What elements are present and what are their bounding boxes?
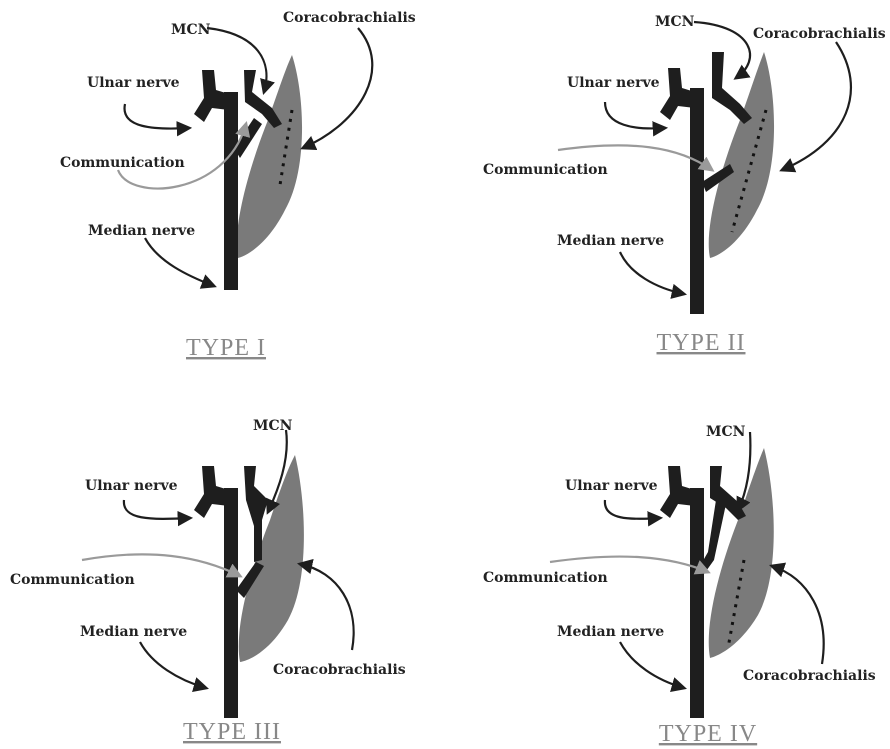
label-coracobrachialis: Coracobrachialis xyxy=(743,668,876,684)
median-nerve-trunk xyxy=(224,92,238,290)
ulnar-arrow xyxy=(125,104,189,129)
label-ulnar-nerve: Ulnar nerve xyxy=(565,478,658,494)
panel-title-type-4: TYPE IV xyxy=(659,721,757,747)
ulnar-nerve-branch xyxy=(194,466,229,518)
coracobrachialis-arrow xyxy=(300,564,354,650)
median-arrow xyxy=(145,238,214,286)
coracobrachialis-arrow xyxy=(782,42,851,170)
panel-type-2: MCN Coracobrachialis Ulnar nerve Communi… xyxy=(483,14,886,356)
median-arrow xyxy=(620,642,684,688)
label-mcn: MCN xyxy=(655,14,695,30)
label-coracobrachialis: Coracobrachialis xyxy=(283,10,416,26)
label-median-nerve: Median nerve xyxy=(80,624,187,640)
panel-title-type-3: TYPE III xyxy=(183,719,281,745)
panel-type-1: MCN Coracobrachialis Ulnar nerve Communi… xyxy=(60,10,416,361)
label-communication: Communication xyxy=(10,572,135,588)
label-communication: Communication xyxy=(483,570,608,586)
coracobrachialis-arrow xyxy=(772,566,824,664)
label-coracobrachialis: Coracobrachialis xyxy=(753,26,886,42)
label-mcn: MCN xyxy=(253,418,293,434)
label-median-nerve: Median nerve xyxy=(557,233,664,249)
mcn-arrow xyxy=(207,28,266,92)
label-ulnar-nerve: Ulnar nerve xyxy=(85,478,178,494)
ulnar-nerve-branch xyxy=(194,70,229,122)
panel-title-type-1: TYPE I xyxy=(186,335,266,361)
label-ulnar-nerve: Ulnar nerve xyxy=(567,75,660,91)
label-ulnar-nerve: Ulnar nerve xyxy=(87,75,180,91)
label-communication: Communication xyxy=(483,162,608,178)
ulnar-arrow xyxy=(124,500,190,519)
label-communication: Communication xyxy=(60,155,185,171)
panel-type-4: MCN Coracobrachialis Ulnar nerve Communi… xyxy=(483,424,876,747)
label-coracobrachialis: Coracobrachialis xyxy=(273,662,406,678)
median-nerve-trunk xyxy=(690,488,704,718)
median-nerve-trunk xyxy=(224,488,238,718)
label-mcn: MCN xyxy=(706,424,746,440)
label-median-nerve: Median nerve xyxy=(88,223,195,239)
ulnar-nerve-branch xyxy=(660,466,695,518)
ulnar-nerve-branch xyxy=(660,68,695,120)
panel-title-type-2: TYPE II xyxy=(657,330,746,356)
mcn-branch xyxy=(712,52,752,124)
label-median-nerve: Median nerve xyxy=(557,624,664,640)
median-arrow xyxy=(140,642,206,688)
median-arrow xyxy=(620,252,684,294)
ulnar-arrow xyxy=(605,102,665,128)
panel-type-3: MCN Coracobrachialis Ulnar nerve Communi… xyxy=(10,418,406,745)
label-mcn: MCN xyxy=(171,22,211,38)
median-nerve-trunk xyxy=(690,88,704,314)
coracobrachialis-arrow xyxy=(303,28,372,148)
ulnar-arrow xyxy=(605,500,660,519)
